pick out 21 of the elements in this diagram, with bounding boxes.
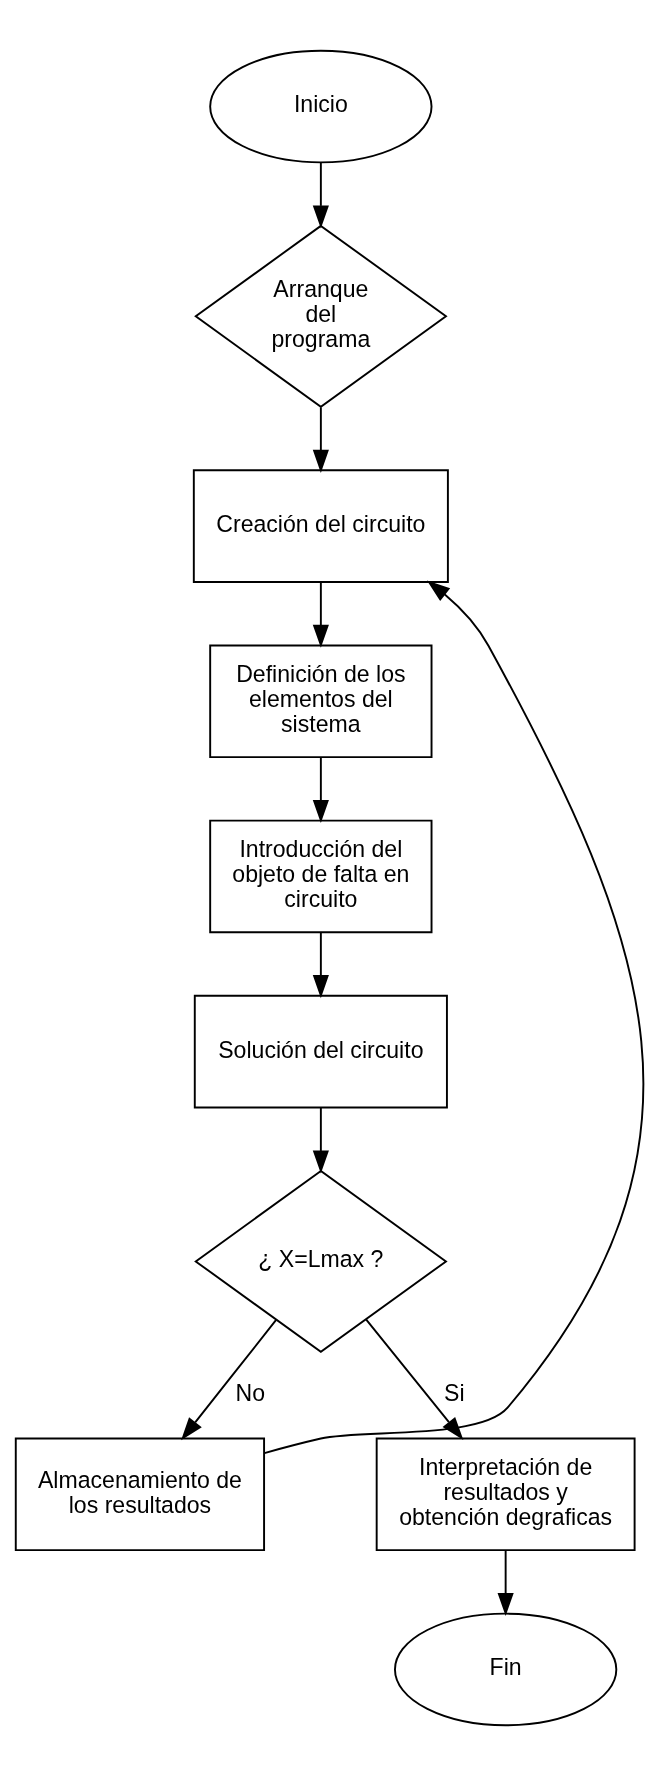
edge-label: No bbox=[235, 1380, 266, 1407]
arrow bbox=[312, 1106, 329, 1174]
arrow bbox=[497, 1549, 514, 1617]
node-ellipse: Inicio bbox=[209, 49, 433, 164]
node-box: Definición de los elementos del sistema bbox=[209, 644, 433, 759]
edge-label: Si bbox=[444, 1380, 465, 1407]
node-box: Creación del circuito bbox=[192, 469, 449, 583]
node-diamond: Arranque del programa bbox=[194, 224, 448, 408]
arrow bbox=[312, 161, 329, 229]
node-ellipse: Fin bbox=[394, 1612, 618, 1727]
node-box: Introducción del objeto de falta en circuito bbox=[209, 819, 433, 934]
arrow bbox=[312, 406, 329, 473]
node-box: Almacenamiento de los resultados bbox=[14, 1437, 266, 1552]
arrow bbox=[312, 931, 329, 999]
node-box: Solución del circuito bbox=[193, 994, 448, 1109]
node-diamond: ¿ X=Lmax ? bbox=[194, 1169, 448, 1354]
arrow bbox=[181, 1319, 278, 1441]
arrow bbox=[312, 581, 329, 648]
arrow bbox=[312, 756, 329, 823]
node-box: Interpretación de resultados y obtención degraficas bbox=[375, 1437, 636, 1552]
arrow bbox=[263, 580, 645, 1455]
